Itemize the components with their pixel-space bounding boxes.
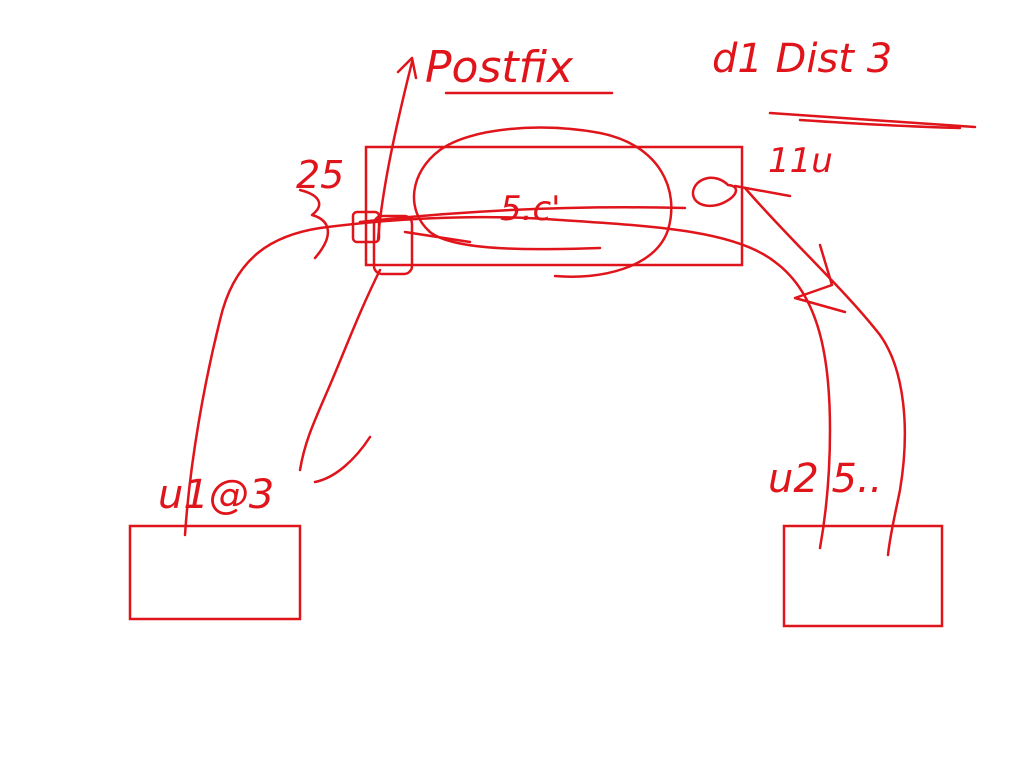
- right-link-label: u2 5..: [768, 456, 882, 502]
- left-link-label: u1@3: [158, 472, 274, 518]
- left-outer-arc: [183, 215, 832, 550]
- distance-underline-2: [798, 118, 962, 130]
- distance-underline: [768, 111, 977, 129]
- central-loop-stroke: [412, 126, 673, 278]
- right-arrow-head: [793, 243, 847, 314]
- left-inner-line: [298, 268, 382, 472]
- central-line-top: [358, 206, 687, 224]
- right-outer-arc: [743, 186, 907, 557]
- right-number-label: 11u: [768, 141, 833, 181]
- distance-label: d1 Dist 3: [712, 36, 892, 82]
- left-port-box: [372, 214, 414, 276]
- postfix-label: Postfix: [425, 42, 574, 93]
- left-number-label: 25: [296, 153, 344, 197]
- ink-layer: Postfix d1 Dist 3 5.c' 25 11u u1@3 u2 5.…: [128, 36, 977, 628]
- postfix-arrow-shaft: [376, 60, 414, 242]
- left-brace: [298, 188, 330, 260]
- central-node-box: [364, 145, 744, 267]
- central-line-mid: [403, 230, 472, 244]
- left-endpoint-box: [128, 524, 302, 621]
- right-endpoint-box: [782, 524, 944, 628]
- postfix-arrow-head: [396, 56, 418, 80]
- right-port-circle: [691, 176, 738, 208]
- central-node-label: 5.c': [500, 189, 560, 229]
- left-inner-hook: [313, 435, 372, 484]
